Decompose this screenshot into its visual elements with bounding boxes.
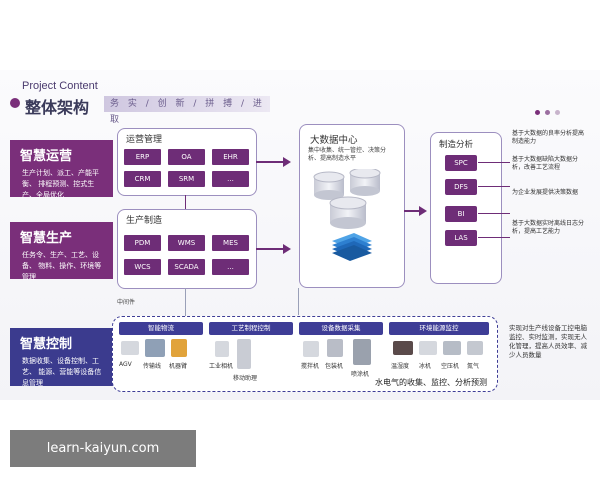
connector-line: [478, 162, 510, 163]
smart-control-box: 智能物流 工艺制程控制 设备数据采集 环境能源监控 AGV 传输线 机器臂 工业…: [112, 316, 498, 392]
device-label: 包装机: [325, 363, 344, 370]
agv-icon: [121, 341, 139, 355]
system-srm: SRM: [168, 171, 205, 187]
database-icon: [313, 169, 381, 261]
device-label: 喷涂机: [351, 371, 370, 378]
connector-line: [478, 213, 510, 214]
analysis-note-las: 基于大数据实时离线日志分析，提高工艺能力: [512, 220, 585, 235]
analysis-note-dfs: 基于大数据缺陷大数据分析，改善工艺流程: [512, 156, 579, 171]
packaging-machine-icon: [327, 339, 343, 357]
page-title: 整体架构: [25, 98, 90, 117]
group-header-equipment: 设备数据采集: [299, 322, 383, 335]
connector-line: [185, 195, 186, 209]
device-label: 移动助理: [233, 375, 258, 382]
system-wms: WMS: [168, 235, 205, 251]
device-label: 温湿度: [391, 363, 410, 370]
mobile-assistant-icon: [237, 339, 251, 369]
decorative-dots: [530, 100, 560, 119]
device-label: AGV: [119, 361, 132, 368]
system-pdm: PDM: [124, 235, 161, 251]
tagline-bar: 务 实 / 创 新 / 拼 搏 / 进 取: [104, 96, 270, 125]
tab-title: 智慧生产: [20, 231, 73, 246]
page-subtitle: Project Content: [22, 80, 98, 92]
connector-line: [478, 237, 510, 238]
analysis-title: 制造分析: [439, 140, 474, 150]
tab-title: 智慧运营: [20, 149, 73, 164]
tab-title: 智慧控制: [20, 337, 73, 352]
system-more: ...: [212, 259, 249, 275]
spray-machine-icon: [353, 339, 371, 365]
system-scada: SCADA: [168, 259, 205, 275]
system-erp: ERP: [124, 149, 161, 165]
tab-description: 任务令、生产、工艺、设备、 物料、操作、环境等管理: [22, 251, 102, 281]
robot-arm-icon: [171, 339, 187, 357]
arrow-shaft: [404, 210, 419, 212]
mixer-icon: [303, 341, 319, 357]
chiller-icon: [419, 341, 437, 355]
bigdata-title: 大数据中心: [310, 135, 358, 146]
system-ehr: EHR: [212, 149, 249, 165]
arrow-right-icon: [283, 157, 291, 167]
arrow-right-icon: [419, 206, 427, 216]
analysis-bi: BI: [445, 206, 477, 222]
system-more: ...: [212, 171, 249, 187]
dot-icon: [555, 110, 560, 115]
prod-title: 生产制造: [126, 216, 163, 226]
tab-smart-control: 智慧控制 数据收集、设备控制、工艺、 能源、营能等设备信息管理: [10, 328, 113, 387]
analysis-note-bi: 为企业发展提供决策数据: [512, 189, 579, 196]
group-header-environment: 环境能源监控: [389, 322, 489, 335]
analysis-note-spc: 基于大数据的良率分析提高制造能力: [512, 130, 585, 145]
dot-icon: [535, 110, 540, 115]
production-box: 生产制造 PDM WMS MES WCS SCADA ...: [117, 209, 257, 289]
tab-smart-operations: 智慧运营 生产计划、派工、产能平衡、 排程预测、控式生产、全局优化: [10, 140, 113, 199]
nitrogen-icon: [467, 341, 483, 355]
manufacturing-analysis-box: 制造分析 SPC DFS BI LAS: [430, 132, 502, 284]
arrow-shaft: [256, 161, 283, 163]
conveyor-icon: [145, 339, 165, 357]
tab-description: 数据收集、设备控制、工艺、 能源、营能等设备信息管理: [22, 357, 102, 387]
analysis-las: LAS: [445, 230, 477, 246]
connector-line: [185, 288, 186, 316]
system-oa: OA: [168, 149, 205, 165]
tab-smart-production: 智慧生产 任务令、生产、工艺、设备、 物料、操作、环境等管理: [10, 222, 113, 281]
control-footer: 水电气的收集、监控、分析预测: [375, 378, 487, 387]
device-label: 搅拌机: [301, 363, 320, 370]
connector-line: [478, 186, 510, 187]
device-label: 空压机: [441, 363, 460, 370]
ops-management-box: 运营管理 ERP OA EHR CRM SRM ...: [117, 128, 257, 196]
dot-icon: [545, 110, 550, 115]
thermo-hygrometer-icon: [393, 341, 413, 355]
connector-line: [298, 288, 299, 315]
analysis-spc: SPC: [445, 155, 477, 171]
bigdata-description: 集中收集、统一管控、决策分析、提高制造水平: [308, 147, 387, 162]
middleware-label: 中间件: [117, 299, 136, 306]
arrow-shaft: [256, 248, 283, 250]
analysis-dfs: DFS: [445, 179, 477, 195]
industrial-camera-icon: [215, 341, 229, 357]
device-label: 机器臂: [169, 363, 188, 370]
arrow-right-icon: [283, 244, 291, 254]
device-label: 冰机: [419, 363, 432, 370]
device-label: 传输线: [143, 363, 162, 370]
ops-title: 运营管理: [126, 135, 163, 145]
system-wcs: WCS: [124, 259, 161, 275]
control-side-note: 实现对生产线设备工控电脑监控、实时监测，实现无人化管理，提高人员效率、减少人员数…: [509, 324, 587, 359]
system-mes: MES: [212, 235, 249, 251]
title-bullet-icon: [10, 98, 20, 108]
air-compressor-icon: [443, 341, 461, 355]
bigdata-center-box: 大数据中心 集中收集、统一管控、决策分析、提高制造水平: [299, 124, 405, 288]
device-label: 氮气: [467, 363, 480, 370]
watermark: learn-kaiyun.com: [10, 430, 196, 467]
tab-description: 生产计划、派工、产能平衡、 排程预测、控式生产、全局优化: [22, 169, 99, 199]
group-header-logistics: 智能物流: [119, 322, 203, 335]
device-label: 工业相机: [209, 363, 234, 370]
group-header-process: 工艺制程控制: [209, 322, 293, 335]
system-crm: CRM: [124, 171, 161, 187]
